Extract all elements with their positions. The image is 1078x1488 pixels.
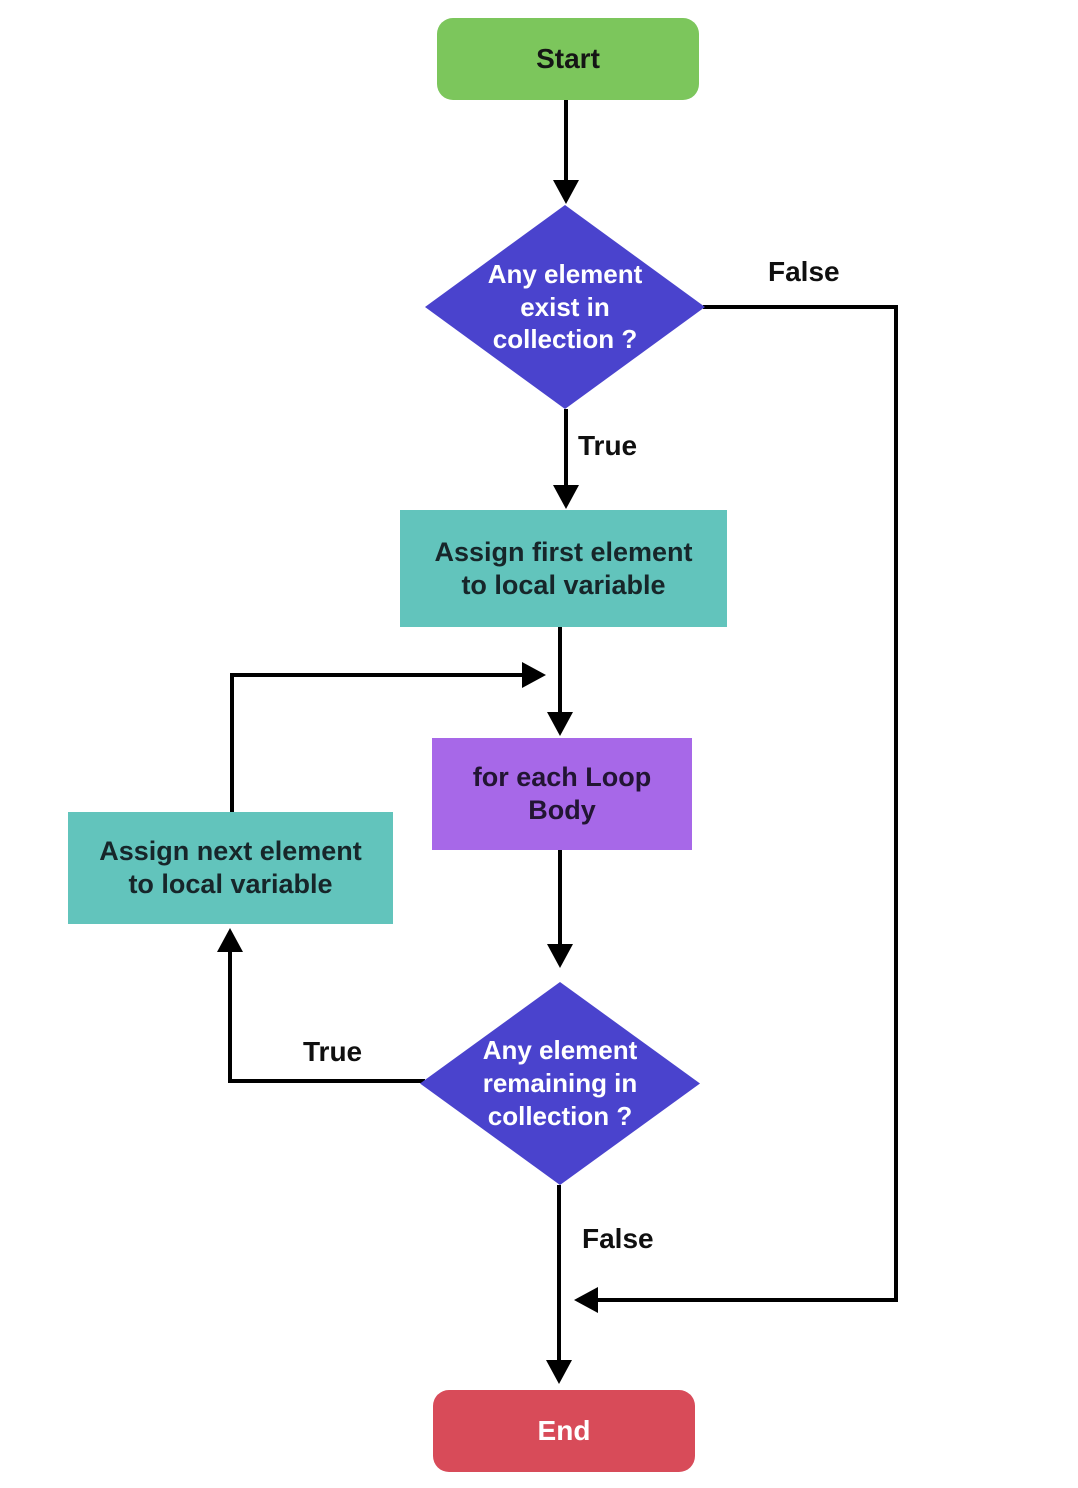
edge-label-remaining-true: True xyxy=(303,1036,363,1067)
edge-loop-body-to-decision2 xyxy=(558,850,562,946)
node-end: End xyxy=(433,1390,695,1472)
arrowhead-false1-merge xyxy=(574,1287,598,1313)
edge-false2-to-end xyxy=(557,1185,561,1360)
edge-loopback-vertical xyxy=(230,673,234,812)
edge-true2-vertical xyxy=(228,952,232,1083)
process-for-each-loop-body: for each Loop Body xyxy=(432,738,692,850)
arrowhead-into-decision1 xyxy=(553,180,579,204)
edge-true-to-assign-first xyxy=(564,409,568,487)
arrowhead-into-loop-body xyxy=(547,712,573,736)
edge-true2-horizontal xyxy=(230,1079,425,1083)
edge-false1-horizontal-bottom xyxy=(596,1298,898,1302)
edge-label-exist-true: True xyxy=(578,430,638,461)
decision-any-element-exist: Any element exist in collection ? xyxy=(425,205,705,409)
edge-start-to-decision1 xyxy=(564,100,568,182)
arrowhead-loopback-merge xyxy=(522,662,546,688)
arrowhead-into-end xyxy=(546,1360,572,1384)
arrowhead-into-assign-next xyxy=(217,928,243,952)
edge-assign-first-to-loop-body xyxy=(558,627,562,713)
process-assign-first-element: Assign first element to local variable xyxy=(400,510,727,627)
edge-loopback-horizontal xyxy=(230,673,522,677)
arrowhead-into-decision2 xyxy=(547,944,573,968)
process-assign-next-element: Assign next element to local variable xyxy=(68,812,393,924)
edge-label-exist-false: False xyxy=(768,256,840,287)
node-start: Start xyxy=(437,18,699,100)
edge-label-remaining-false: False xyxy=(582,1223,654,1254)
edge-false1-horizontal-top xyxy=(703,305,898,309)
decision-any-element-remaining: Any element remaining in collection ? xyxy=(420,982,700,1185)
edge-false1-vertical xyxy=(894,305,898,1302)
arrowhead-into-assign-first xyxy=(553,485,579,509)
